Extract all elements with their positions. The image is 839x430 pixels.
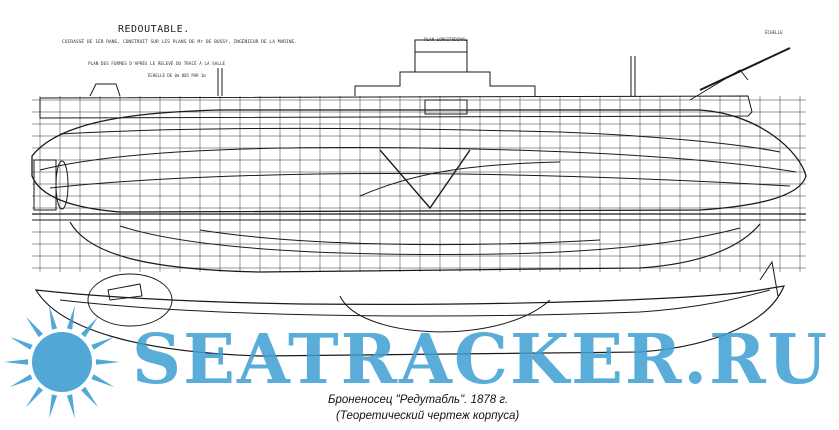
sun-logo-icon — [4, 305, 120, 419]
drawing-title-block: REDOUTABLE. CUIRASSÉ DE 1ER RANG, CONSTR… — [0, 0, 839, 90]
caption-subtitle: (Теоретический чертеж корпуса) — [336, 410, 520, 422]
drawing-subtitle: CUIRASSÉ DE 1ER RANG, CONSTRUIT SUR LES … — [62, 40, 298, 45]
scale-label: ÉCHELLE — [765, 30, 783, 35]
hull-elevation — [39, 39, 791, 119]
frame-grid — [32, 96, 806, 272]
hull-section — [69, 221, 761, 273]
drawing-scale-note: ÉCHELLE DE 0m 005 PAR 1m — [148, 73, 206, 78]
keel-profile — [34, 260, 785, 357]
drawing-note: PLAN DES FORMES D'APRÈS LE RELEVÉ DU TRA… — [88, 62, 226, 67]
watermark: SEATRACKER.RU — [132, 320, 829, 400]
plan-label: PLAN LONGITUDINAL — [424, 37, 467, 42]
caption-title: Броненосец "Редутабль". 1878 г. — [328, 394, 509, 406]
drawing-title: REDOUTABLE. — [118, 24, 190, 35]
hull-plan — [31, 109, 807, 221]
